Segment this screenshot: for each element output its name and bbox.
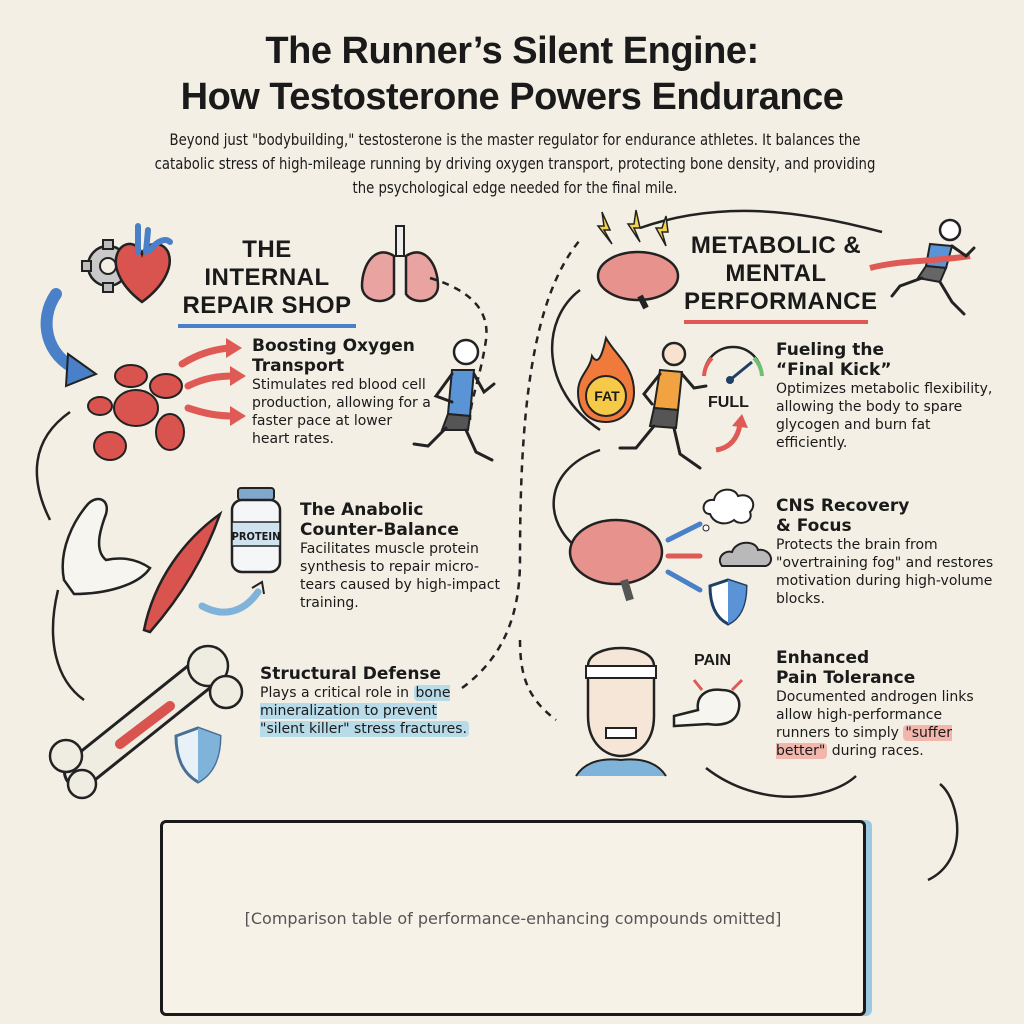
triple-arrows-icon [665, 521, 703, 593]
item-enhanced-pain-tolerance: Enhanced Pain Tolerance Documented andro… [776, 648, 974, 759]
bone-icon [48, 644, 244, 800]
protein-label: PROTEIN [231, 530, 281, 543]
pain-label: PAIN [694, 652, 732, 669]
heart-icon [114, 223, 173, 304]
shield-blue-icon [708, 578, 748, 626]
lungs-icon [360, 225, 440, 303]
curved-arrow-blue-icon [40, 288, 99, 388]
title-line-2: How Testosterone Powers Endurance [180, 76, 844, 118]
item-anabolic-counter-balance: The Anabolic Counter-Balance Facilitates… [300, 500, 500, 611]
page-title: The Runner’s Silent Engine: How Testoste… [0, 28, 1024, 120]
flexed-arm-muscle-icon [61, 497, 223, 634]
runner-icon [412, 338, 496, 462]
finish-line-runner-icon [869, 218, 976, 316]
curved-arrow-red-icon [715, 414, 748, 453]
thought-cloud-icon [702, 488, 755, 532]
item-cns-recovery-focus: CNS Recovery & Focus Protects the brain … [776, 496, 994, 607]
item-fueling-final-kick: Fueling the “Final Kick” Optimizes metab… [776, 340, 993, 451]
curved-arrow-blue-small-icon [198, 580, 265, 616]
red-blood-cells-icon [87, 364, 185, 461]
intro-paragraph: Beyond just "bodybuilding," testosterone… [154, 130, 876, 197]
bottom-panel-placeholder: [Comparison table of performance-enhanci… [160, 820, 866, 1016]
item-structural-defense: Structural Defense Plays a critical role… [260, 664, 469, 737]
section-title-metabolic-mental: METABOLIC & MENTAL PERFORMANCE [684, 232, 877, 324]
fuel-gauge-icon [702, 345, 764, 384]
fat-flame-icon [576, 335, 636, 424]
protein-jar-icon [230, 487, 282, 574]
determined-face-icon [575, 646, 667, 777]
item-oxygen-transport: Boosting Oxygen Transport Stimulates red… [252, 336, 431, 447]
brain-lightning-icon [596, 209, 680, 310]
title-line-1: The Runner’s Silent Engine: [265, 30, 759, 72]
placeholder-text: [Comparison table of performance-enhanci… [244, 908, 782, 928]
fuel-gauge-label: FULL [708, 394, 749, 411]
section-title-repair-shop: THE INTERNAL REPAIR SHOP [178, 236, 356, 328]
fat-badge-label: FAT [594, 388, 620, 404]
flow-arrows-icon [178, 338, 246, 426]
shield-icon [174, 726, 222, 784]
fist-icon [672, 678, 744, 728]
running-athlete-icon [618, 341, 708, 470]
fog-cloud-icon [718, 541, 773, 567]
brain-icon [568, 518, 664, 602]
